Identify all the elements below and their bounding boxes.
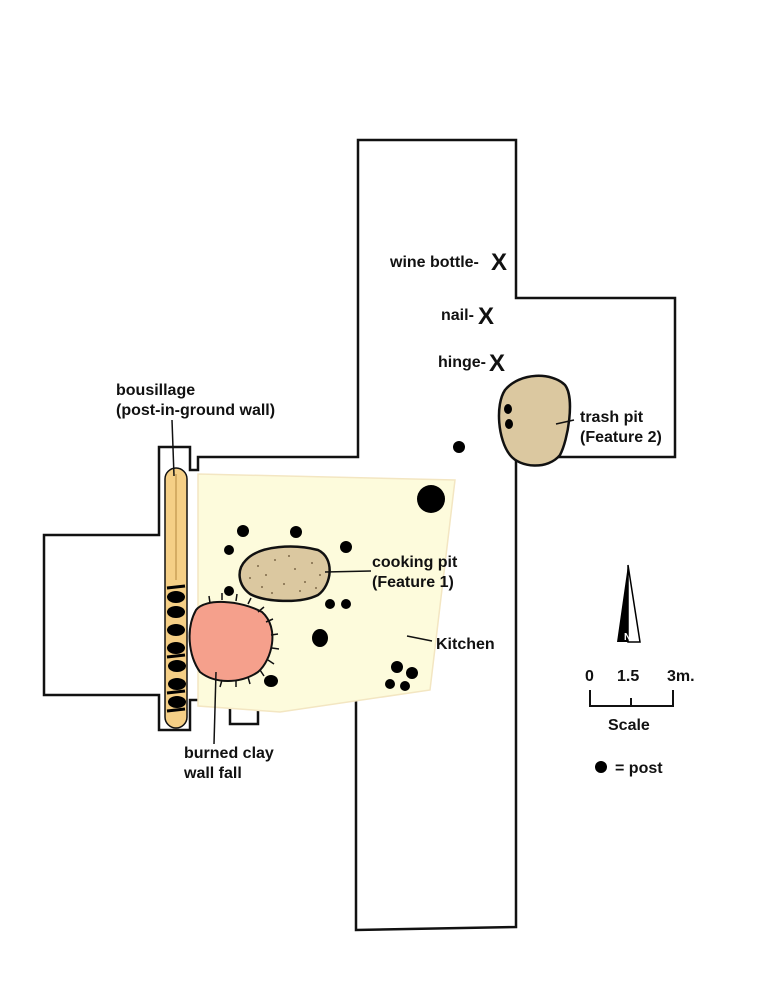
post-marker	[417, 485, 445, 513]
burned-clay-sublabel: wall fall	[183, 765, 242, 782]
legend: = post	[595, 760, 663, 777]
bousillage-label: bousillage	[116, 382, 195, 399]
nail-label: nail-	[441, 307, 474, 324]
post-marker	[264, 675, 278, 687]
burned-clay-feature	[188, 593, 280, 688]
kitchen-leader	[406, 635, 433, 642]
trash-pit-sublabel: (Feature 2)	[580, 429, 662, 446]
nail-x-marker: X	[478, 303, 494, 330]
wine-bottle-x-marker: X	[491, 249, 507, 276]
post-marker	[505, 419, 513, 429]
burned-clay-label: burned clay	[184, 745, 274, 762]
scale-bar: 0 1.5 3m. Scale	[585, 668, 695, 734]
cooking-pit-label: cooking pit	[372, 554, 458, 571]
trash-pit-feature	[497, 374, 572, 467]
kitchen-label: Kitchen	[436, 636, 495, 653]
cooking-pit-sublabel: (Feature 1)	[372, 574, 454, 591]
post-marker	[325, 599, 335, 609]
post-marker	[224, 586, 234, 596]
bousillage-leader	[171, 419, 175, 477]
cooking-pit-leader	[324, 570, 372, 573]
post-marker	[504, 404, 512, 414]
post-marker	[400, 681, 410, 691]
scale-tick-label: 3m.	[667, 668, 695, 685]
post-legend-icon	[595, 761, 607, 773]
post-marker	[224, 545, 234, 555]
post-marker	[341, 599, 351, 609]
cooking-pit-feature	[238, 545, 331, 603]
north-arrow-icon: N	[617, 564, 641, 643]
burned-clay-leader	[213, 671, 217, 745]
post-legend-label: = post	[615, 760, 663, 777]
post-marker	[406, 667, 418, 679]
north-letter: N	[624, 632, 631, 643]
hinge-label: hinge-	[438, 354, 486, 371]
posts	[224, 441, 465, 691]
scale-tick-label: 0	[585, 668, 594, 685]
post-marker	[385, 679, 395, 689]
scale-tick-label: 1.5	[617, 668, 639, 685]
trash-pit-label: trash pit	[580, 409, 644, 426]
post-marker	[340, 541, 352, 553]
post-marker	[391, 661, 403, 673]
trash-pit-leader	[555, 419, 575, 425]
hinge-x-marker: X	[489, 350, 505, 377]
wine-bottle-label: wine bottle-	[389, 254, 479, 271]
post-marker	[290, 526, 302, 538]
scale-title: Scale	[608, 717, 650, 734]
post-marker	[237, 525, 249, 537]
post-marker	[453, 441, 465, 453]
bousillage-sublabel: (post-in-ground wall)	[116, 402, 275, 419]
post-marker	[312, 629, 328, 647]
bousillage-wall	[164, 467, 188, 729]
